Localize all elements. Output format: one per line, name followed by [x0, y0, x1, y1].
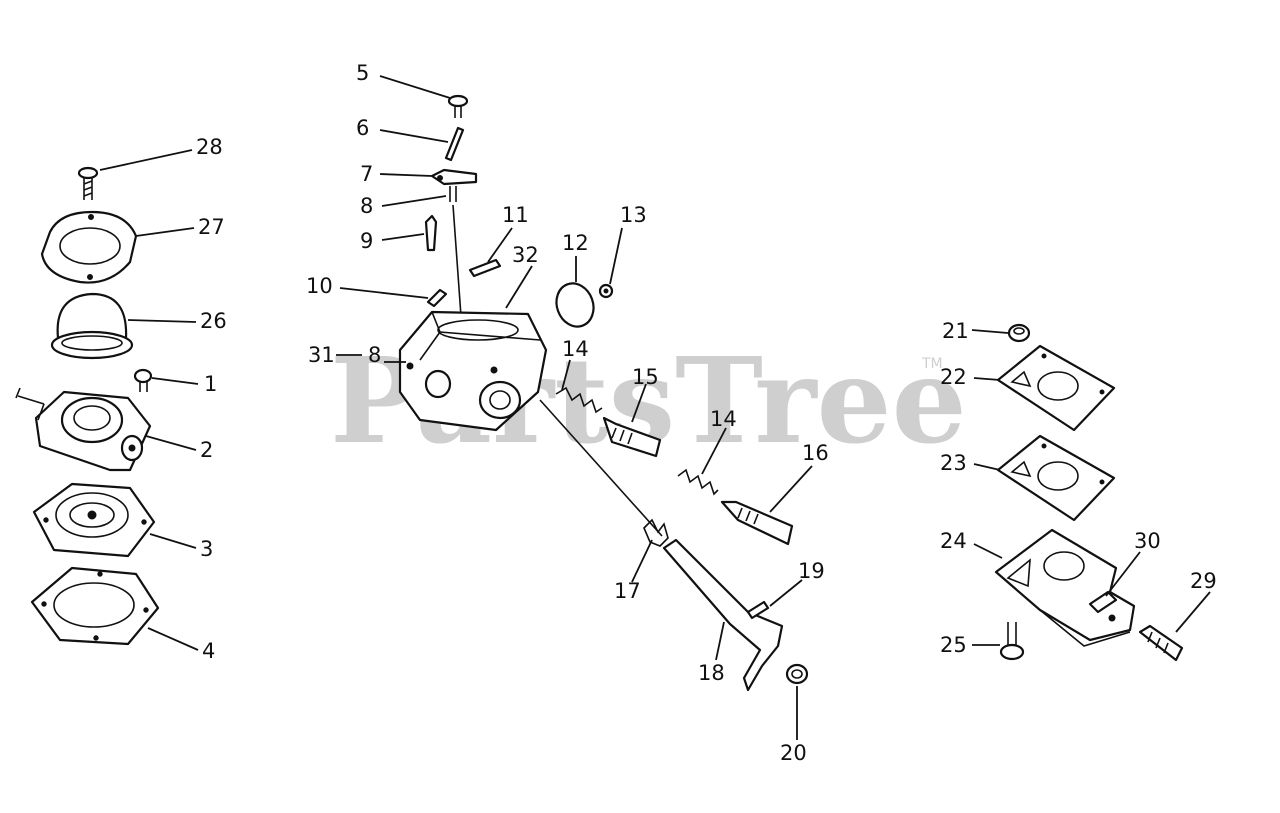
label-6: 6 — [356, 116, 369, 140]
label-7: 7 — [360, 162, 373, 186]
label-20: 20 — [780, 741, 807, 765]
label-32: 32 — [512, 243, 539, 267]
label-2: 2 — [200, 438, 213, 462]
part-29-spring-screw — [1138, 624, 1184, 662]
label-8-second: 8 — [368, 343, 381, 367]
label-17: 17 — [614, 579, 641, 603]
label-5: 5 — [356, 61, 369, 85]
part-10-spring-clip — [426, 288, 448, 308]
part-18-metering-lever — [539, 399, 784, 692]
label-12: 12 — [562, 231, 589, 255]
part-13-screw — [598, 283, 614, 299]
label-13: 13 — [620, 203, 647, 227]
part-6-pin — [444, 126, 465, 162]
label-18: 18 — [698, 661, 725, 685]
part-12-disc — [555, 282, 595, 328]
label-14-upper: 14 — [562, 337, 589, 361]
part-5-screw — [447, 94, 469, 118]
label-30: 30 — [1134, 529, 1161, 553]
part-22-gasket — [996, 344, 1116, 432]
part-32-carburetor-body — [398, 310, 548, 432]
part-24-metering-cover — [994, 528, 1136, 647]
label-25: 25 — [940, 633, 967, 657]
label-26: 26 — [200, 309, 227, 333]
part-16-needle-screw — [720, 500, 794, 546]
label-14-lower: 14 — [710, 407, 737, 431]
label-9: 9 — [360, 229, 373, 253]
label-29: 29 — [1190, 569, 1217, 593]
label-31: 31 — [308, 343, 335, 367]
part-15-needle-screw — [602, 416, 662, 458]
part-20-plug — [785, 663, 809, 685]
part-17-spring — [643, 518, 669, 547]
label-27: 27 — [198, 215, 225, 239]
label-3: 3 — [200, 537, 213, 561]
part-1-screw — [133, 368, 153, 392]
label-28: 28 — [196, 135, 223, 159]
part-11-pin — [468, 258, 502, 278]
label-16: 16 — [802, 441, 829, 465]
watermark-trademark: TM — [921, 356, 943, 372]
part-19-pin — [746, 600, 770, 620]
label-21: 21 — [942, 319, 969, 343]
part-28-screw — [77, 166, 99, 200]
part-23-gasket — [996, 434, 1116, 522]
label-8: 8 — [360, 194, 373, 218]
label-11: 11 — [502, 203, 529, 227]
label-4: 4 — [202, 639, 215, 663]
part-25-screw — [999, 622, 1025, 661]
part-26-primer-bulb — [50, 292, 134, 360]
label-23: 23 — [940, 451, 967, 475]
label-22: 22 — [940, 365, 967, 389]
part-14-spring-upper — [555, 386, 603, 414]
part-21-plug — [1007, 323, 1031, 343]
part-3-diaphragm — [32, 482, 156, 558]
label-15: 15 — [632, 365, 659, 389]
part-9-needle — [424, 214, 438, 252]
part-8-shaft — [449, 186, 463, 331]
label-19: 19 — [798, 559, 825, 583]
part-14-spring-lower — [677, 468, 719, 496]
label-10: 10 — [306, 274, 333, 298]
part-7-lever — [430, 168, 478, 186]
label-1: 1 — [204, 372, 217, 396]
label-24: 24 — [940, 529, 967, 553]
part-30-bracket — [1088, 590, 1118, 614]
part-2-pump-body — [15, 387, 152, 472]
part-27-gasket — [40, 210, 138, 284]
leader-lines — [99, 75, 1211, 740]
part-4-gasket — [30, 566, 160, 646]
part-number-labels: 28 27 26 1 2 3 4 5 6 7 8 9 10 11 32 12 1… — [196, 61, 1217, 765]
